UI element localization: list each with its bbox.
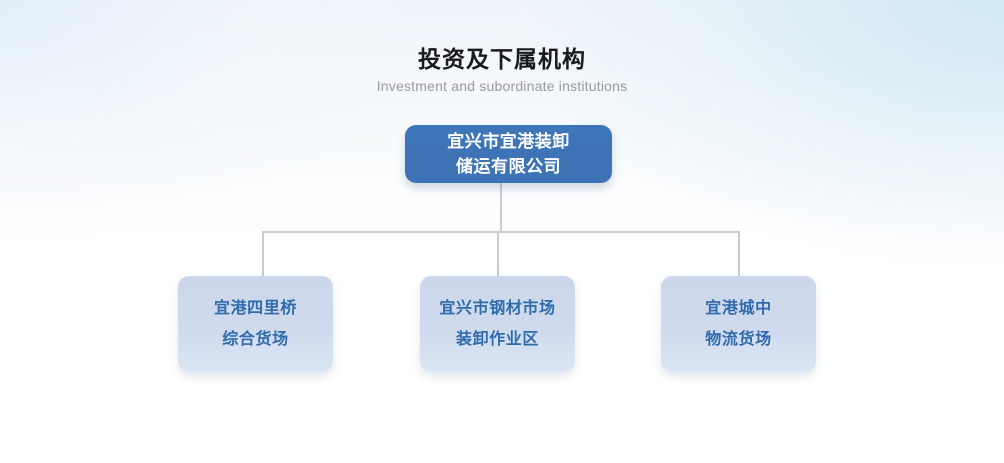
org-node-child-2[interactable]: 宜兴市钢材市场 装卸作业区 (420, 276, 575, 372)
org-node-root[interactable]: 宜兴市宜港装卸 储运有限公司 (405, 125, 612, 183)
connector-horizontal-bus (262, 231, 740, 233)
org-node-child-3-line-2: 物流货场 (705, 331, 772, 348)
connector-child-2-vertical (497, 231, 499, 277)
org-node-root-line-1: 宜兴市宜港装卸 (447, 132, 570, 151)
org-node-child-2-line-2: 装卸作业区 (455, 331, 539, 348)
connector-child-1-vertical (262, 231, 264, 277)
page-heading: 投资及下属机构 Investment and subordinate insti… (0, 44, 1004, 96)
org-node-child-1-line-2: 综合货场 (222, 331, 289, 348)
org-node-child-3[interactable]: 宜港城中 物流货场 (661, 276, 816, 372)
org-node-child-1[interactable]: 宜港四里桥 综合货场 (178, 276, 333, 372)
org-node-child-1-line-1: 宜港四里桥 (213, 300, 297, 317)
org-node-root-line-2: 储运有限公司 (456, 157, 561, 176)
connector-child-3-vertical (738, 231, 740, 277)
connector-root-vertical (500, 182, 502, 232)
org-node-child-3-line-1: 宜港城中 (705, 300, 772, 317)
page-subtitle: Investment and subordinate institutions (376, 78, 628, 94)
org-node-child-2-line-1: 宜兴市钢材市场 (439, 300, 556, 317)
page-title: 投资及下属机构 (418, 46, 586, 72)
